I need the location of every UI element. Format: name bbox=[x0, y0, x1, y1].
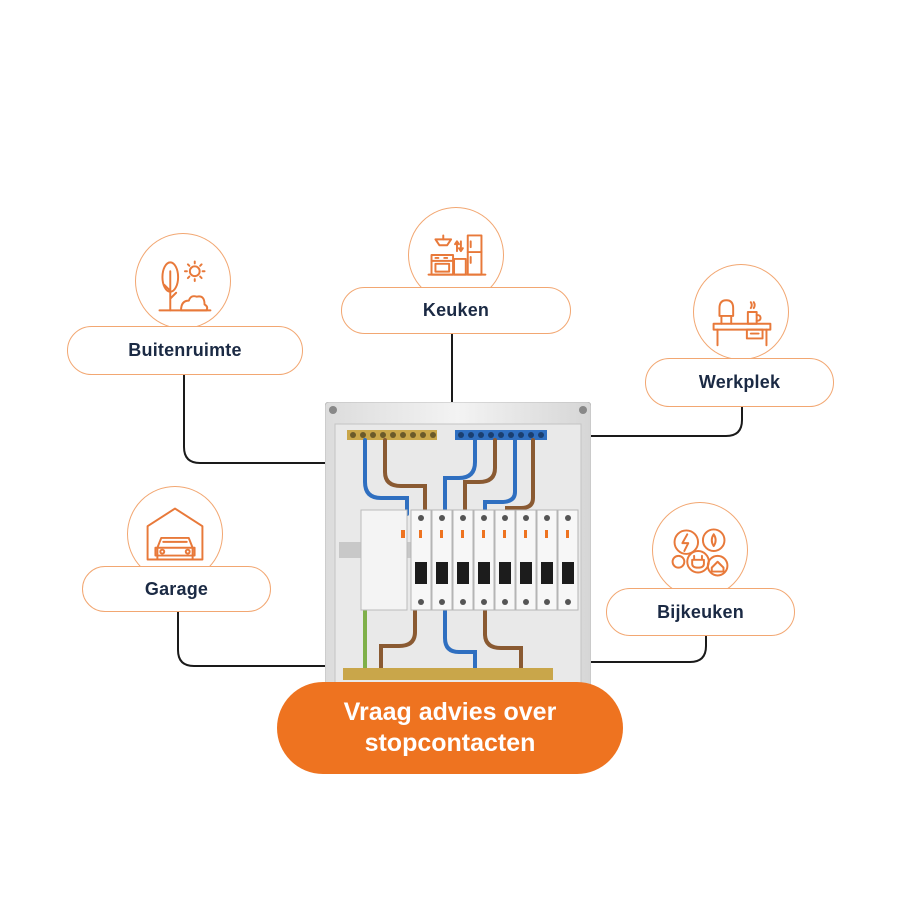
label-keuken[interactable]: Keuken bbox=[341, 287, 571, 334]
terminal-screw bbox=[488, 432, 494, 438]
terminal-screw bbox=[400, 432, 406, 438]
label-werkplek-text: Werkplek bbox=[698, 372, 781, 392]
appliances-icon bbox=[652, 502, 748, 598]
label-garage[interactable]: Garage bbox=[82, 566, 271, 612]
terminal-screw bbox=[458, 432, 464, 438]
terminal-screw bbox=[508, 432, 514, 438]
connector-buitenruimte bbox=[183, 375, 328, 464]
breaker bbox=[515, 509, 537, 611]
case-screw bbox=[579, 406, 587, 414]
terminal-screw bbox=[430, 432, 436, 438]
terminal-screw bbox=[478, 432, 484, 438]
terminal-screw bbox=[350, 432, 356, 438]
wire bbox=[379, 606, 417, 672]
main-switch bbox=[360, 509, 408, 611]
breaker bbox=[473, 509, 495, 611]
label-keuken-text: Keuken bbox=[422, 300, 490, 320]
terminal-screws bbox=[350, 432, 544, 438]
breaker bbox=[494, 509, 516, 611]
terminal-screw bbox=[528, 432, 534, 438]
terminal-screw bbox=[420, 432, 426, 438]
terminal-screw bbox=[370, 432, 376, 438]
wire bbox=[483, 438, 517, 516]
terminal-bar-bottom bbox=[343, 668, 553, 680]
wire bbox=[505, 438, 535, 516]
wire bbox=[443, 438, 477, 516]
label-werkplek[interactable]: Werkplek bbox=[645, 358, 834, 407]
label-bijkeuken[interactable]: Bijkeuken bbox=[606, 588, 795, 636]
connector-werkplek bbox=[586, 407, 743, 437]
label-buitenruimte[interactable]: Buitenruimte bbox=[67, 326, 303, 375]
label-bijkeuken-text: Bijkeuken bbox=[657, 601, 744, 622]
terminal-screw bbox=[390, 432, 396, 438]
tree-sun-icon bbox=[135, 233, 231, 329]
main-switch-indicator bbox=[401, 530, 405, 538]
terminal-screw bbox=[498, 432, 504, 438]
breaker-group bbox=[410, 509, 579, 611]
advice-button-line1: Vraag advies over bbox=[343, 698, 557, 726]
terminal-screw bbox=[410, 432, 416, 438]
terminal-screw bbox=[468, 432, 474, 438]
desk-icon bbox=[693, 264, 789, 360]
wire bbox=[363, 438, 409, 516]
breaker bbox=[557, 509, 579, 611]
terminal-screw bbox=[538, 432, 544, 438]
breaker bbox=[536, 509, 558, 611]
wire bbox=[443, 606, 477, 672]
terminal-screw bbox=[380, 432, 386, 438]
terminal-screw bbox=[518, 432, 524, 438]
connector-garage bbox=[177, 612, 328, 667]
breaker bbox=[452, 509, 474, 611]
fuse-box-image bbox=[325, 402, 591, 692]
wire bbox=[483, 606, 523, 672]
advice-button[interactable]: Vraag advies over stopcontacten bbox=[277, 682, 623, 774]
case-screw bbox=[329, 406, 337, 414]
wire bbox=[383, 438, 427, 516]
wire bbox=[463, 438, 497, 516]
connector-bijkeuken bbox=[590, 636, 707, 663]
breaker bbox=[410, 509, 432, 611]
label-garage-text: Garage bbox=[144, 578, 209, 599]
advice-button-line2: stopcontacten bbox=[364, 729, 536, 757]
terminal-screw bbox=[360, 432, 366, 438]
label-buitenruimte-text: Buitenruimte bbox=[128, 340, 242, 360]
breaker bbox=[431, 509, 453, 611]
